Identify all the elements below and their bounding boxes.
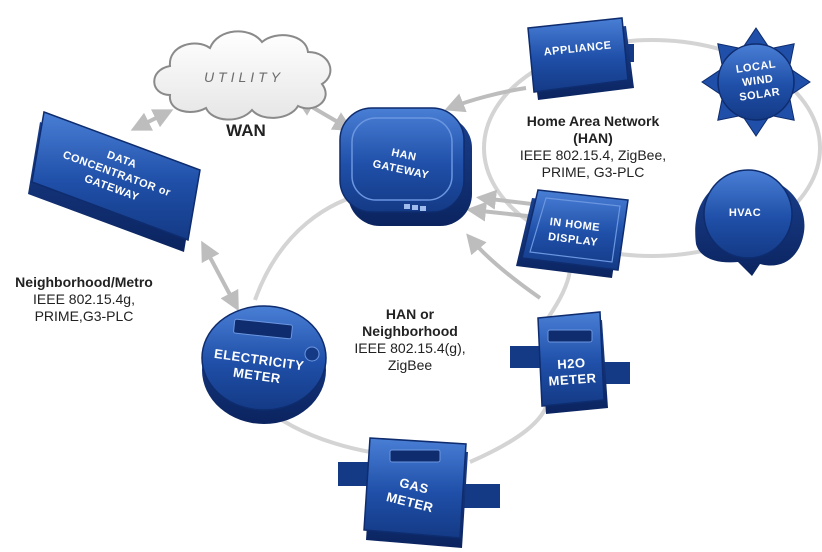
in-home-display-node[interactable]: IN HOME DISPLAY — [516, 189, 629, 278]
h2o-display-arc — [546, 269, 572, 320]
hvac-node[interactable]: HVAC — [695, 169, 805, 276]
concentrator-meter-arrow — [201, 240, 239, 312]
node-line: GAS — [398, 475, 430, 497]
electricity-meter-node[interactable]: ELECTRICITY METER — [201, 305, 327, 424]
gateway-face — [339, 107, 465, 213]
display-face — [521, 189, 629, 271]
gateway-status-leds — [404, 204, 426, 211]
neighborhood-metro-label: Neighborhood/Metro IEEE 802.15.4g, PRIME… — [4, 274, 164, 325]
nm-label-line: IEEE 802.15.4g, — [33, 291, 135, 307]
gateway-bezel — [351, 117, 453, 201]
node-line: HAN — [390, 147, 417, 164]
gas-display — [389, 449, 441, 463]
cloud-concentrator-arrow — [130, 109, 174, 131]
concentrator-face — [31, 110, 201, 242]
appliance-node[interactable]: APPLIANCE — [527, 17, 634, 100]
gas-face — [363, 437, 467, 539]
han-label-head: Home Area Network — [526, 113, 660, 129]
h2o-display — [547, 329, 593, 343]
display-screen — [529, 197, 621, 263]
node-line: WIND — [742, 73, 775, 89]
gas-pipe-right — [464, 484, 500, 508]
h2o-meter-node[interactable]: H2O METER — [510, 311, 630, 414]
appliance-gateway-arrow — [444, 86, 527, 113]
sun-disc — [717, 43, 795, 121]
hvac-label: HVAC — [729, 207, 761, 219]
emeter-display — [233, 318, 293, 340]
h2o-pipe-right — [600, 362, 630, 384]
hn-label-line: IEEE 802.15.4(g), — [354, 340, 466, 356]
han-label: Home Area Network (HAN) IEEE 802.15.4, Z… — [512, 113, 674, 181]
cloud-label: UTILITY — [204, 69, 284, 85]
node-line: H2O — [557, 355, 586, 372]
han-label-line: PRIME, G3-PLC — [541, 164, 645, 180]
local-wind-solar-node[interactable]: LOCAL WIND SOLAR — [701, 27, 811, 137]
node-line: METER — [232, 365, 282, 387]
gas-h2o-arc — [469, 399, 550, 464]
emeter-dial — [304, 346, 320, 362]
h2o-pipe-left — [510, 346, 540, 368]
hn-label-head: Neighborhood — [362, 323, 458, 339]
hn-label-head: HAN or — [385, 306, 435, 322]
hvac-face — [703, 169, 793, 259]
appliance-face — [527, 17, 629, 93]
nm-label-head: Neighborhood/Metro — [15, 274, 153, 290]
h2o-text: H2O METER — [548, 355, 597, 389]
sun-text: LOCAL WIND SOLAR — [735, 58, 781, 103]
han-gateway-node[interactable]: HAN GATEWAY — [339, 107, 472, 226]
cloud-shape — [153, 30, 332, 121]
emeter-face — [201, 305, 327, 411]
wan-label: WAN — [226, 121, 266, 140]
h2o-gateway-arrow — [466, 233, 542, 300]
node-line: METER — [548, 370, 597, 388]
han-label-head: (HAN) — [573, 130, 613, 146]
nm-label-line: PRIME,G3-PLC — [34, 308, 134, 324]
han-ring — [482, 38, 822, 258]
utility-cloud[interactable]: UTILITY — [153, 30, 332, 121]
han-neighborhood-label: HAN or Neighborhood IEEE 802.15.4(g), Zi… — [346, 306, 474, 374]
hn-label-line: ZigBee — [387, 357, 433, 373]
data-concentrator-node[interactable]: DATA CONCENTRATOR or GATEWAY — [28, 110, 201, 252]
node-line: LOCAL — [735, 58, 777, 76]
gas-meter-node[interactable]: GAS METER — [338, 437, 500, 548]
node-line: SOLAR — [739, 86, 781, 104]
han-label-line: IEEE 802.15.4, ZigBee, — [519, 147, 667, 163]
